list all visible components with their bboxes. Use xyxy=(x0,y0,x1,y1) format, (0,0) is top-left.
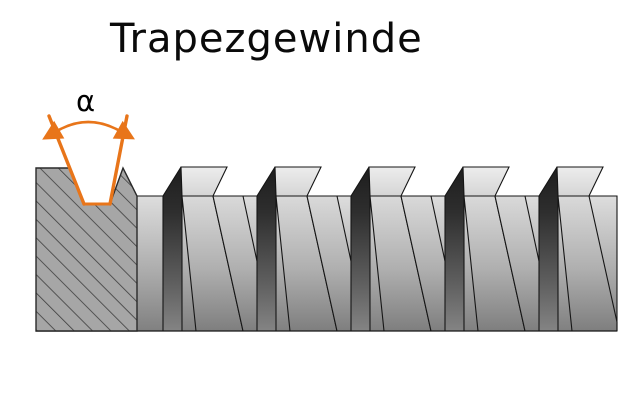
angle-label-alpha: α xyxy=(76,84,95,118)
tooth-crest-face xyxy=(556,166,604,197)
thread-angle-annotation: α xyxy=(42,84,135,206)
body-right-edge xyxy=(589,195,618,331)
tooth-crest-face xyxy=(180,166,228,197)
tooth-crest-face xyxy=(274,166,322,197)
tooth-crest-face xyxy=(368,166,416,197)
thread-tooth xyxy=(538,166,618,332)
page-title: Trapezgewinde xyxy=(109,16,423,62)
thread-body-3d xyxy=(36,166,618,332)
cross-section-block xyxy=(35,166,138,332)
tooth-crest-face xyxy=(462,166,510,197)
section-hatched-material xyxy=(35,166,138,332)
angle-arc-double-arrow xyxy=(42,120,135,140)
